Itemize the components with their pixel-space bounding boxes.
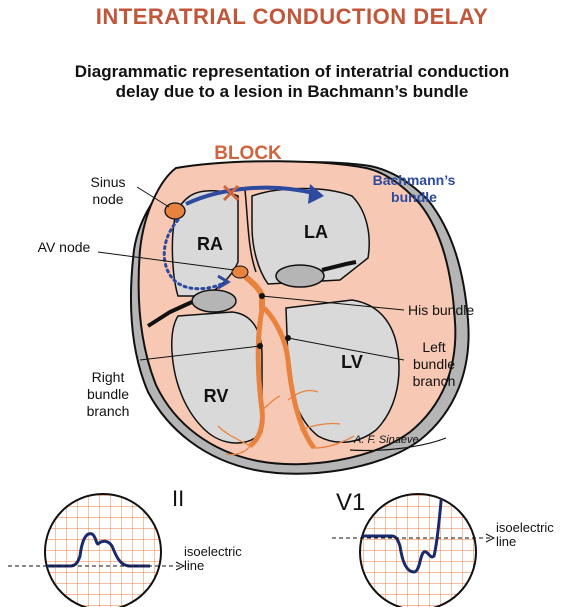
tricuspid-valve (191, 289, 237, 313)
his-bundle-leader (261, 295, 405, 311)
sinus-node-label-line-1: Sinus (90, 174, 125, 190)
left-av-groove (321, 260, 357, 272)
right-bundle-leader (139, 345, 261, 361)
his-bundle-dot (259, 293, 265, 299)
right-bundle-label-line-3: branch (87, 403, 130, 419)
right-av-groove (146, 300, 193, 328)
block-marker (222, 184, 240, 202)
ecg-v1-trace (362, 494, 444, 574)
ecg-lead-v1 (332, 493, 496, 607)
ecg-ii-isoelectric-label-line-1: isoelectric (184, 544, 242, 559)
delayed-conduction-path (162, 218, 228, 291)
bachmann-bundle-arrowhead (308, 184, 324, 204)
left-bundle-label-line-2: bundle (413, 356, 455, 372)
page-subtitle: Diagrammatic representation of interatri… (0, 62, 584, 102)
ecg-ii-isoelectric-label-line-2: line (184, 558, 204, 573)
artist-signature: A. F. Sinaeve (353, 434, 419, 446)
sinus-node-leader (136, 186, 170, 208)
bachmann-bundle-arrow (185, 185, 319, 206)
page-title: INTERATRIAL CONDUCTION DELAY (95, 4, 489, 29)
left-bundle-label-line-1: Left (422, 339, 445, 355)
mitral-valve (275, 264, 325, 288)
la-label: LA (304, 222, 328, 242)
right-bundle-label-line-2: bundle (87, 386, 129, 402)
right-bundle-label-line-1: Right (92, 369, 125, 385)
atrial-septum (244, 189, 257, 273)
signature-underline (349, 437, 447, 452)
delayed-conduction-arrowhead (217, 274, 231, 290)
bachmann-label-line-2: bundle (391, 189, 437, 205)
subtitle-line-1: Diagrammatic representation of interatri… (74, 62, 510, 81)
his-bundle-label: His bundle (408, 302, 474, 318)
lv-label: LV (341, 352, 363, 372)
right-bundle-dot (257, 343, 263, 349)
right-bundle-branch-path (248, 309, 265, 448)
subtitle-line-2: delay due to a lesion in Bachmann’s bund… (115, 82, 469, 101)
left-bundle-leader (287, 337, 405, 361)
left-bundle-branch-path (262, 306, 317, 450)
ra-label: RA (197, 234, 223, 254)
block-label: BLOCK (214, 143, 282, 164)
sinus-node (164, 202, 186, 220)
ecg-v1-isoelectric-label-line-1: isoelectric (496, 520, 554, 535)
bachmann-label-line-1: Bachmann’s (373, 172, 456, 188)
av-node (231, 265, 249, 279)
sinus-node-label-line-2: node (92, 191, 123, 207)
rv-label: RV (204, 386, 229, 406)
ecg-ii-trace (46, 532, 150, 568)
ecg-ii-lead-label: II (172, 486, 184, 511)
ecg-lead-ii (8, 493, 186, 607)
left-bundle-dot (285, 335, 291, 341)
ecg-v1-lead-label: V1 (336, 489, 365, 516)
av-node-label: AV node (38, 239, 91, 255)
av-node-leader (97, 251, 235, 271)
ecg-v1-isoelectric-label-line-2: line (496, 534, 516, 549)
left-bundle-label-line-3: branch (413, 373, 456, 389)
purkinje-fibers (217, 389, 355, 456)
